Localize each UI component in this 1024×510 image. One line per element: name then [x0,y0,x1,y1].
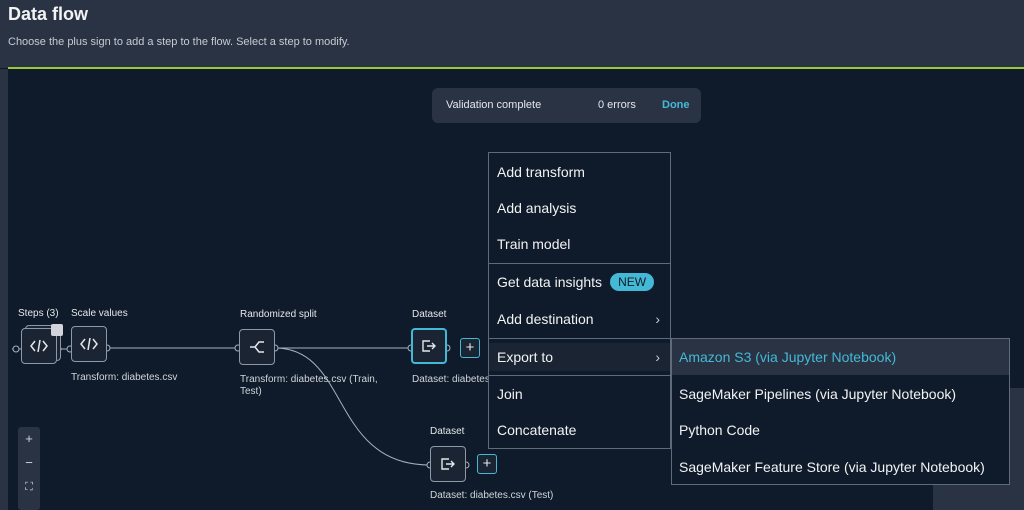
menu-train-model[interactable]: Train model [497,236,571,252]
chevron-right-icon: › [655,311,660,327]
split-icon [250,341,264,353]
dataset-test-add-button[interactable]: + [477,454,497,474]
menu-divider [489,338,670,339]
export-amazon-s3[interactable]: Amazon S3 (via Jupyter Notebook) [672,339,1009,375]
dataset-train-node[interactable] [411,328,447,364]
menu-add-destination-label: Add destination [497,311,594,327]
right-panel-edge [1010,388,1024,510]
menu-concatenate[interactable]: Concatenate [497,422,577,438]
page-title: Data flow [8,4,89,24]
menu-join[interactable]: Join [497,386,523,402]
steps-group-label: Steps (3) [18,308,59,319]
header-divider [8,67,1024,69]
dataset-test-subtitle: Dataset: diabetes.csv (Test) [430,490,554,501]
toast-done-button[interactable]: Done [662,99,690,111]
zoom-controls: + − ⛶ [18,427,40,510]
menu-get-data-insights-label: Get data insights [497,274,603,290]
export-submenu: Amazon S3 (via Jupyter Notebook) SageMak… [671,338,1010,485]
dataset-test-label: Dataset [430,426,465,437]
dataset-train-subtitle: Dataset: diabetes [412,374,490,385]
menu-add-destination[interactable]: Add destination › [489,305,670,333]
scale-values-node[interactable] [71,326,107,362]
scale-values-subtitle: Transform: diabetes.csv [71,372,178,383]
menu-add-analysis[interactable]: Add analysis [497,200,577,216]
validation-toast: Validation complete 0 errors Done [432,88,701,123]
export-python-code[interactable]: Python Code [679,422,760,438]
chevron-right-icon: › [655,349,660,365]
randomized-split-subtitle-1: Transform: diabetes.csv (Train, [240,374,378,385]
dataset-test-node[interactable] [430,446,466,482]
export-sagemaker-feature-store[interactable]: SageMaker Feature Store (via Jupyter Not… [679,459,985,475]
page-header: Data flow Choose the plus sign to add a … [0,0,1024,69]
randomized-split-label: Randomized split [240,309,317,320]
dataset-train-label: Dataset [412,309,447,320]
export-icon [441,458,455,470]
menu-get-data-insights[interactable]: Get data insights NEW [489,268,670,296]
export-icon [422,340,436,352]
node-context-menu: Add transform Add analysis Train model G… [488,152,671,449]
menu-divider [489,263,670,264]
toast-label: Validation complete [446,99,542,111]
fit-view-button[interactable]: ⛶ [25,481,33,493]
scale-values-label: Scale values [71,308,128,319]
new-badge: NEW [610,273,655,291]
left-strip [0,69,8,510]
randomized-split-node[interactable] [239,329,275,365]
menu-add-transform[interactable]: Add transform [497,164,585,180]
export-sagemaker-pipelines[interactable]: SageMaker Pipelines (via Jupyter Noteboo… [679,386,957,402]
chart-badge-icon [51,324,63,336]
code-icon [30,339,48,353]
menu-export-to-label: Export to [497,349,554,365]
dataset-train-add-button[interactable]: + [460,338,480,358]
code-icon [80,337,98,351]
page-subtitle: Choose the plus sign to add a step to th… [8,36,350,48]
randomized-split-subtitle-2: Test) [240,386,262,397]
zoom-in-button[interactable]: + [25,431,33,446]
menu-export-to[interactable]: Export to › [489,343,670,371]
zoom-out-button[interactable]: − [25,455,33,470]
toast-error-count: 0 errors [598,99,636,111]
bottom-right-panel [933,482,1024,510]
menu-divider [489,375,670,376]
